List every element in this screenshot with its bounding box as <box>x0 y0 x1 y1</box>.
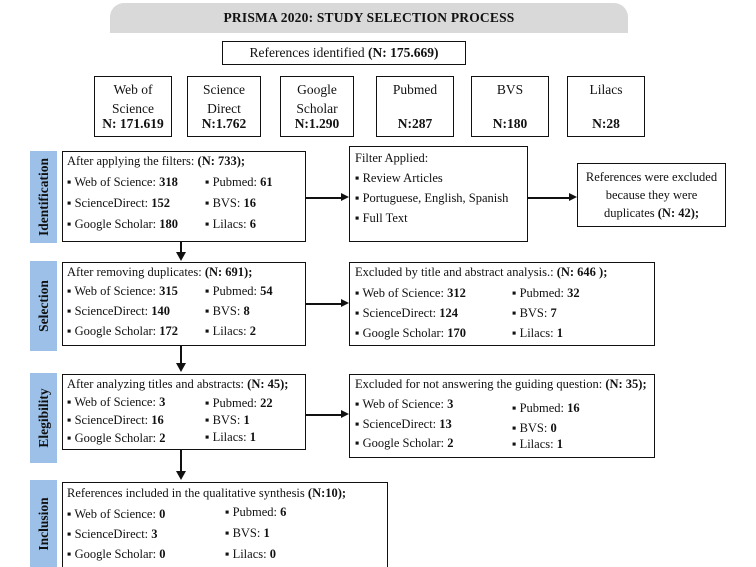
filter-criteria-box: Filter Applied: ▪ Review Articles ▪ Port… <box>349 146 528 242</box>
source-count: N: 171.619 <box>102 116 164 131</box>
list-item: ▪ Google Scholar: 2 <box>67 431 166 445</box>
list-item: ▪ Google Scholar: 2 <box>355 436 454 450</box>
list-item: ▪ Full Text <box>355 211 408 225</box>
source-count: N:28 <box>592 116 620 131</box>
source-box-science-direct: Science Direct N:1.762 <box>187 76 261 137</box>
source-count: N:180 <box>492 116 528 131</box>
box-heading: After removing duplicates: (N: 691); <box>67 265 253 279</box>
source-box-bvs: BVS N:180 <box>471 76 549 137</box>
list-item: ▪ ScienceDirect: 16 <box>67 413 164 427</box>
list-item: ▪ Portuguese, English, Spanish <box>355 191 509 205</box>
arrow-right-icon <box>341 410 349 418</box>
qualitative-synthesis-box: References included in the qualitative s… <box>62 482 388 567</box>
source-count: N:1.290 <box>294 116 340 131</box>
list-item: ▪ BVS: 1 <box>225 526 270 540</box>
source-box-lilacs: Lilacs N:28 <box>567 76 645 137</box>
list-item: ▪ Google Scholar: 180 <box>67 217 179 231</box>
list-item: ▪ Google Scholar: 170 <box>355 326 467 340</box>
box-heading: After analyzing titles and abstracts: (N… <box>67 377 289 391</box>
source-name: Web of Science <box>112 82 154 116</box>
after-duplicates-box: After removing duplicates: (N: 691); ▪ W… <box>62 262 306 346</box>
source-box-pubmed: Pubmed N:287 <box>376 76 454 137</box>
arrow-right-icon <box>341 193 349 201</box>
list-item: ▪ Web of Science: 318 <box>67 175 178 189</box>
list-item: ▪ BVS: 8 <box>205 304 250 318</box>
list-item: ▪ BVS: 0 <box>512 421 557 435</box>
list-item: ▪ ScienceDirect: 124 <box>355 306 459 320</box>
source-count: N:1.762 <box>201 116 247 131</box>
guiding-question-excluded-box: Excluded for not answering the guiding q… <box>349 374 655 458</box>
connector-line <box>528 197 570 199</box>
list-item: ▪ Web of Science: 3 <box>67 395 166 409</box>
source-name: Science Direct <box>203 82 245 116</box>
list-item: ▪ ScienceDirect: 13 <box>355 417 452 431</box>
list-item: ▪ Pubmed: 22 <box>205 396 273 410</box>
list-item: ▪ BVS: 1 <box>205 413 250 427</box>
list-item: ▪ Web of Science: 3 <box>355 397 454 411</box>
title-abstract-excluded-box: Excluded by title and abstract analysis.… <box>349 262 655 346</box>
list-item: ▪ Pubmed: 6 <box>225 505 287 519</box>
box-heading: Filter Applied: <box>355 151 429 165</box>
list-item: ▪ Lilacs: 0 <box>225 547 276 561</box>
list-item: ▪ ScienceDirect: 3 <box>67 527 158 541</box>
connector-line <box>180 242 182 253</box>
stage-label-inclusion: Inclusion <box>30 480 57 567</box>
references-identified-count: (N: 175.669) <box>367 45 439 60</box>
stage-label-elegibility: Elegibility <box>30 373 57 463</box>
list-item: ▪ Pubmed: 32 <box>512 286 580 300</box>
box-heading: After applying the filters: (N: 733); <box>67 154 246 168</box>
stage-label-selection: Selection <box>30 261 57 351</box>
source-count: N:287 <box>397 116 433 131</box>
connector-line <box>306 303 342 305</box>
source-box-google-scholar: Google Scholar N:1.290 <box>280 76 354 137</box>
source-box-web-of-science: Web of Science N: 171.619 <box>94 76 172 137</box>
list-item: ▪ Web of Science: 0 <box>67 507 166 521</box>
source-name: Lilacs <box>589 82 623 97</box>
connector-line <box>306 197 342 199</box>
list-item: ▪ Lilacs: 2 <box>205 324 256 338</box>
duplicates-excluded-box: References were excluded because they we… <box>577 163 726 227</box>
list-item: ▪ Lilacs: 6 <box>205 217 256 231</box>
list-item: ▪ BVS: 7 <box>512 306 557 320</box>
list-item: ▪ Lilacs: 1 <box>205 430 256 444</box>
box-heading: Excluded by title and abstract analysis.… <box>355 265 608 279</box>
list-item: ▪ Google Scholar: 172 <box>67 324 179 338</box>
arrow-right-icon <box>341 299 349 307</box>
list-item: ▪ Pubmed: 54 <box>205 284 273 298</box>
after-titles-abstracts-box: After analyzing titles and abstracts: (N… <box>62 374 306 450</box>
list-item: ▪ ScienceDirect: 152 <box>67 196 171 210</box>
connector-line <box>180 346 182 364</box>
arrow-down-icon <box>175 471 186 480</box>
diagram-title: PRISMA 2020: STUDY SELECTION PROCESS <box>110 3 628 33</box>
list-item: ▪ Lilacs: 1 <box>512 437 563 451</box>
list-item: ▪ BVS: 16 <box>205 196 256 210</box>
list-item: ▪ Pubmed: 61 <box>205 175 273 189</box>
list-item: ▪ Review Articles <box>355 171 443 185</box>
arrow-down-icon <box>175 252 186 261</box>
filters-applied-box: After applying the filters: (N: 733); ▪ … <box>62 151 306 242</box>
box-heading: Excluded for not answering the guiding q… <box>355 377 647 391</box>
list-item: ▪ Lilacs: 1 <box>512 326 563 340</box>
connector-line <box>306 414 342 416</box>
list-item: ▪ Web of Science: 315 <box>67 284 178 298</box>
references-identified-label: References identified <box>249 45 368 60</box>
source-name: Pubmed <box>392 82 438 97</box>
references-identified-box: References identified (N: 175.669) <box>222 41 466 65</box>
connector-line <box>180 450 182 472</box>
arrow-down-icon <box>175 363 186 372</box>
arrow-right-icon <box>569 193 577 201</box>
list-item: ▪ ScienceDirect: 140 <box>67 304 171 318</box>
source-name: Google Scholar <box>296 82 338 116</box>
list-item: ▪ Pubmed: 16 <box>512 401 580 415</box>
list-item: ▪ Google Scholar: 0 <box>67 547 166 561</box>
list-item: ▪ Web of Science: 312 <box>355 286 466 300</box>
stage-label-identification: Identification <box>30 151 57 243</box>
box-heading: References included in the qualitative s… <box>67 486 347 500</box>
source-name: BVS <box>496 82 524 97</box>
